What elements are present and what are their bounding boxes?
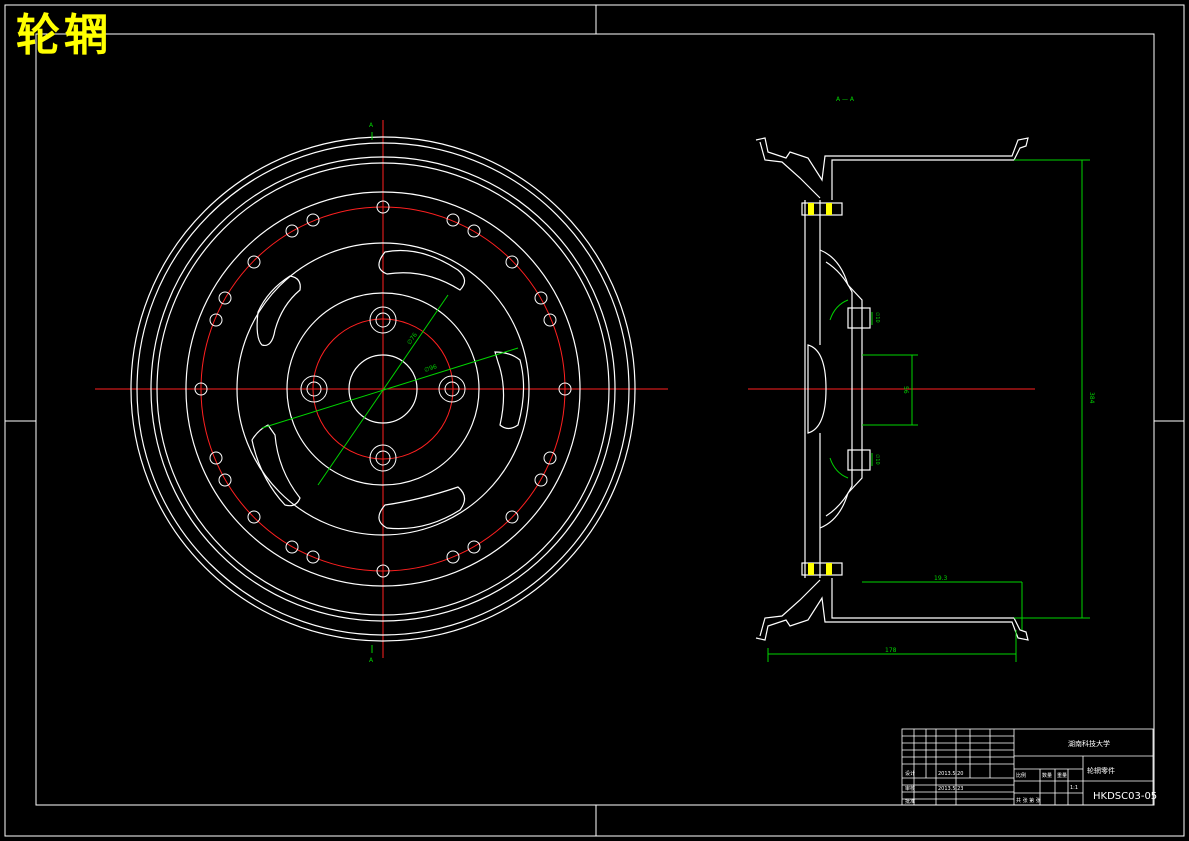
- dim-bolt-hole-lower: ∅10: [874, 454, 880, 465]
- section-mark-top: A: [369, 122, 374, 129]
- tb-designer: 设计: [905, 770, 915, 777]
- tb-scale-value: 1:1: [1070, 785, 1078, 791]
- tb-sheet-label: 共 张 第 张: [1016, 797, 1041, 804]
- dim-overall-height: 384: [1088, 392, 1095, 404]
- dim-width-bottom: 178: [885, 647, 897, 654]
- bolt-heads: [808, 203, 832, 575]
- dim-pcd-large: ∅96: [423, 363, 438, 374]
- dim-pcd-small: ∅76: [406, 331, 419, 346]
- section-mark-bottom: A: [369, 657, 374, 664]
- dim-bolt-hole-upper: ∅10: [874, 312, 880, 323]
- vent-slots: [251, 249, 525, 530]
- tb-date2: 2013.5.23: [938, 786, 963, 792]
- tb-qty-label: 数量: [1042, 772, 1052, 779]
- dim-inner-offset: 19.3: [934, 575, 948, 582]
- hub-bolt-holes: [300, 306, 466, 472]
- tb-checker: 审核: [905, 785, 915, 792]
- tb-date1: 2013.5.20: [938, 771, 963, 777]
- drawing-title: 轮辋: [16, 10, 112, 61]
- tb-drawing-no: HKDSC03-05: [1093, 791, 1157, 802]
- front-dim-lines: [261, 294, 519, 486]
- tb-scale-label: 比例: [1016, 772, 1026, 779]
- front-view: ∅76 ∅96 A A: [95, 120, 668, 664]
- tb-approve: 批准: [905, 798, 915, 805]
- front-center-lines: [95, 120, 668, 658]
- section-label: A — A: [836, 96, 855, 103]
- section-view: A — A: [748, 96, 1095, 662]
- tb-mass-label: 重量: [1057, 772, 1067, 779]
- tb-school: 湖南科技大学: [1068, 739, 1110, 748]
- title-block: [901, 728, 1154, 806]
- title-block-text: 湖南科技大学 轮辋零件 HKDSC03-05 设计 2013.5.20 审核 2…: [905, 739, 1157, 805]
- dim-hub-bore: 56: [902, 386, 909, 394]
- sheet-frame: [4, 4, 1185, 837]
- section-dim-lines: [767, 159, 1090, 662]
- tb-part-name: 轮辋零件: [1087, 766, 1115, 775]
- outer-bolt-holes: [194, 200, 572, 578]
- front-rim-circles: [130, 136, 636, 642]
- section-profile: [755, 137, 1029, 641]
